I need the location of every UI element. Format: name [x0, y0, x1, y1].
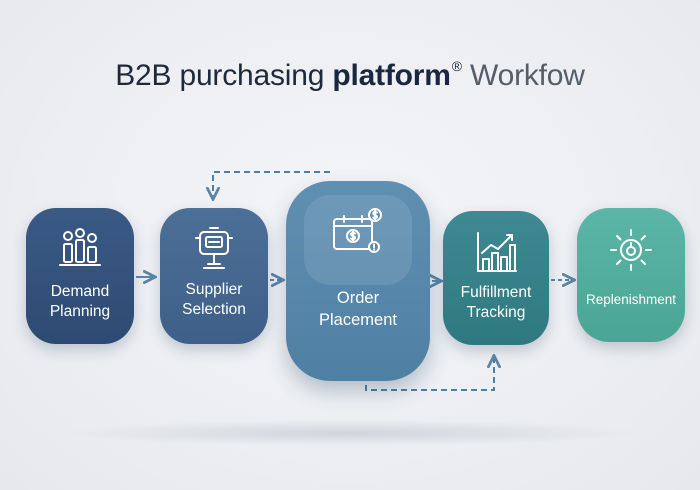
step-replenishment: Replenishment	[577, 208, 685, 342]
step-label: Replenishment	[585, 292, 677, 307]
title-regular: B2B purchasing	[115, 59, 333, 92]
dollar-cycle-icon	[610, 229, 652, 271]
step-demand-planning: Demand Planning	[26, 208, 134, 344]
step-label: Supplier Selection	[182, 281, 246, 318]
supplier-kiosk-icon	[195, 227, 233, 269]
step-fulfillment-tracking: Fulfillment Tracking	[443, 211, 549, 345]
invoice-dollar-icon	[333, 208, 382, 253]
step-label: Order Placement	[319, 289, 397, 329]
step-label: Demand Planning	[49, 283, 111, 320]
title-light: Workfow	[461, 59, 585, 92]
loop-back-connector	[213, 171, 330, 198]
title-bold: platform	[332, 59, 451, 92]
registered-mark: ®	[451, 58, 462, 74]
loop-forward-connector	[365, 357, 494, 391]
step-supplier-selection: Supplier Selection	[160, 208, 268, 344]
growth-chart-icon	[477, 232, 517, 272]
people-chart-icon	[59, 228, 101, 266]
step-label: Fulfillment Tracking	[460, 284, 532, 321]
floor-shadow	[60, 420, 640, 446]
step-order-placement: Order Placement	[286, 181, 430, 381]
page-title: B2B purchasing platform® Workfow	[0, 58, 700, 93]
